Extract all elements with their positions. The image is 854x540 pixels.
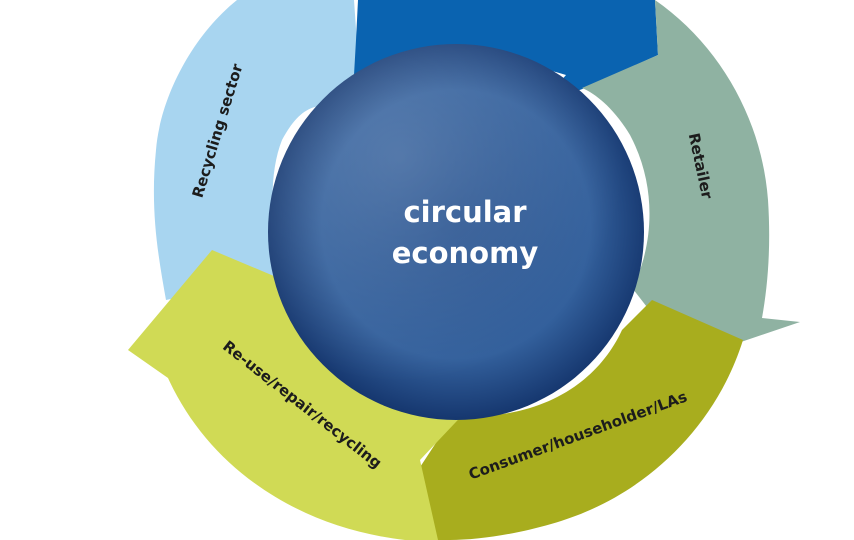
segment-consumer xyxy=(405,300,743,540)
center-label-line-2: economy xyxy=(392,236,539,270)
center-hub-shine xyxy=(268,44,644,420)
segment-recycling-sector xyxy=(153,0,358,300)
center-label-line-1: circular xyxy=(403,195,527,229)
segment-reuse-repair-recycling xyxy=(128,250,472,540)
